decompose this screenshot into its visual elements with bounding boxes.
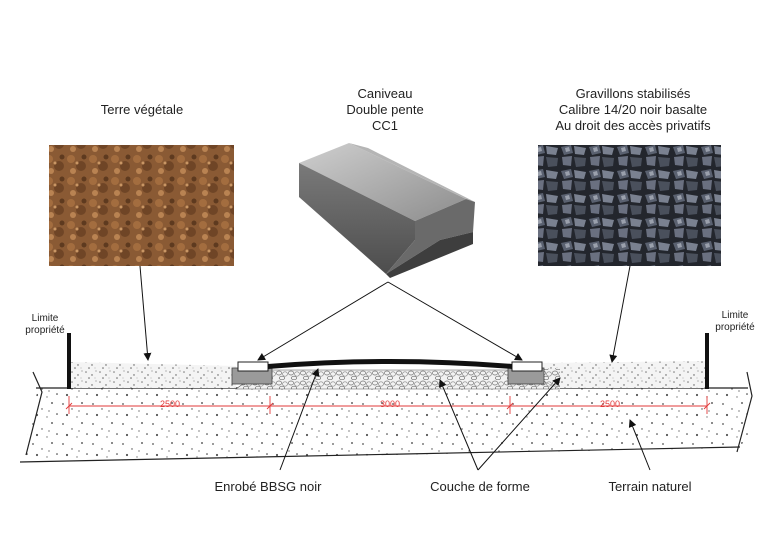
enrobe-layer (268, 359, 512, 369)
label-propriete-right: propriété (715, 322, 755, 333)
caniveau-block (299, 143, 475, 278)
label-propriete-left: propriété (25, 325, 65, 336)
terrain-naturel-layer (20, 388, 748, 462)
dimension-lines (65, 396, 711, 414)
gravillons-image (538, 145, 721, 266)
label-couche-de-forme: Couche de forme (430, 479, 530, 494)
label-double-pente: Double pente (346, 102, 424, 117)
label-acces-privatifs: Au droit des accès privatifs (555, 118, 711, 133)
label-enrobe: Enrobé BBSG noir (214, 479, 322, 494)
label-caniveau: Caniveau (357, 86, 413, 101)
terre-vegetale-image (49, 145, 234, 266)
dimension-left: 2500 (159, 399, 181, 409)
label-cc1: CC1 (371, 118, 398, 133)
leader-arrows (139, 265, 651, 471)
label-terrain-naturel: Terrain naturel (608, 479, 692, 494)
dimension-center: 3000 (379, 399, 401, 409)
label-calibre: Calibre 14/20 noir basalte (558, 102, 708, 117)
label-limite-right: Limite (721, 310, 749, 321)
label-limite-left: Limite (31, 313, 59, 324)
label-terre-vegetale: Terre végétale (100, 102, 184, 117)
label-gravillons: Gravillons stabilisés (575, 86, 691, 101)
dimension-right: 2500 (599, 399, 621, 409)
